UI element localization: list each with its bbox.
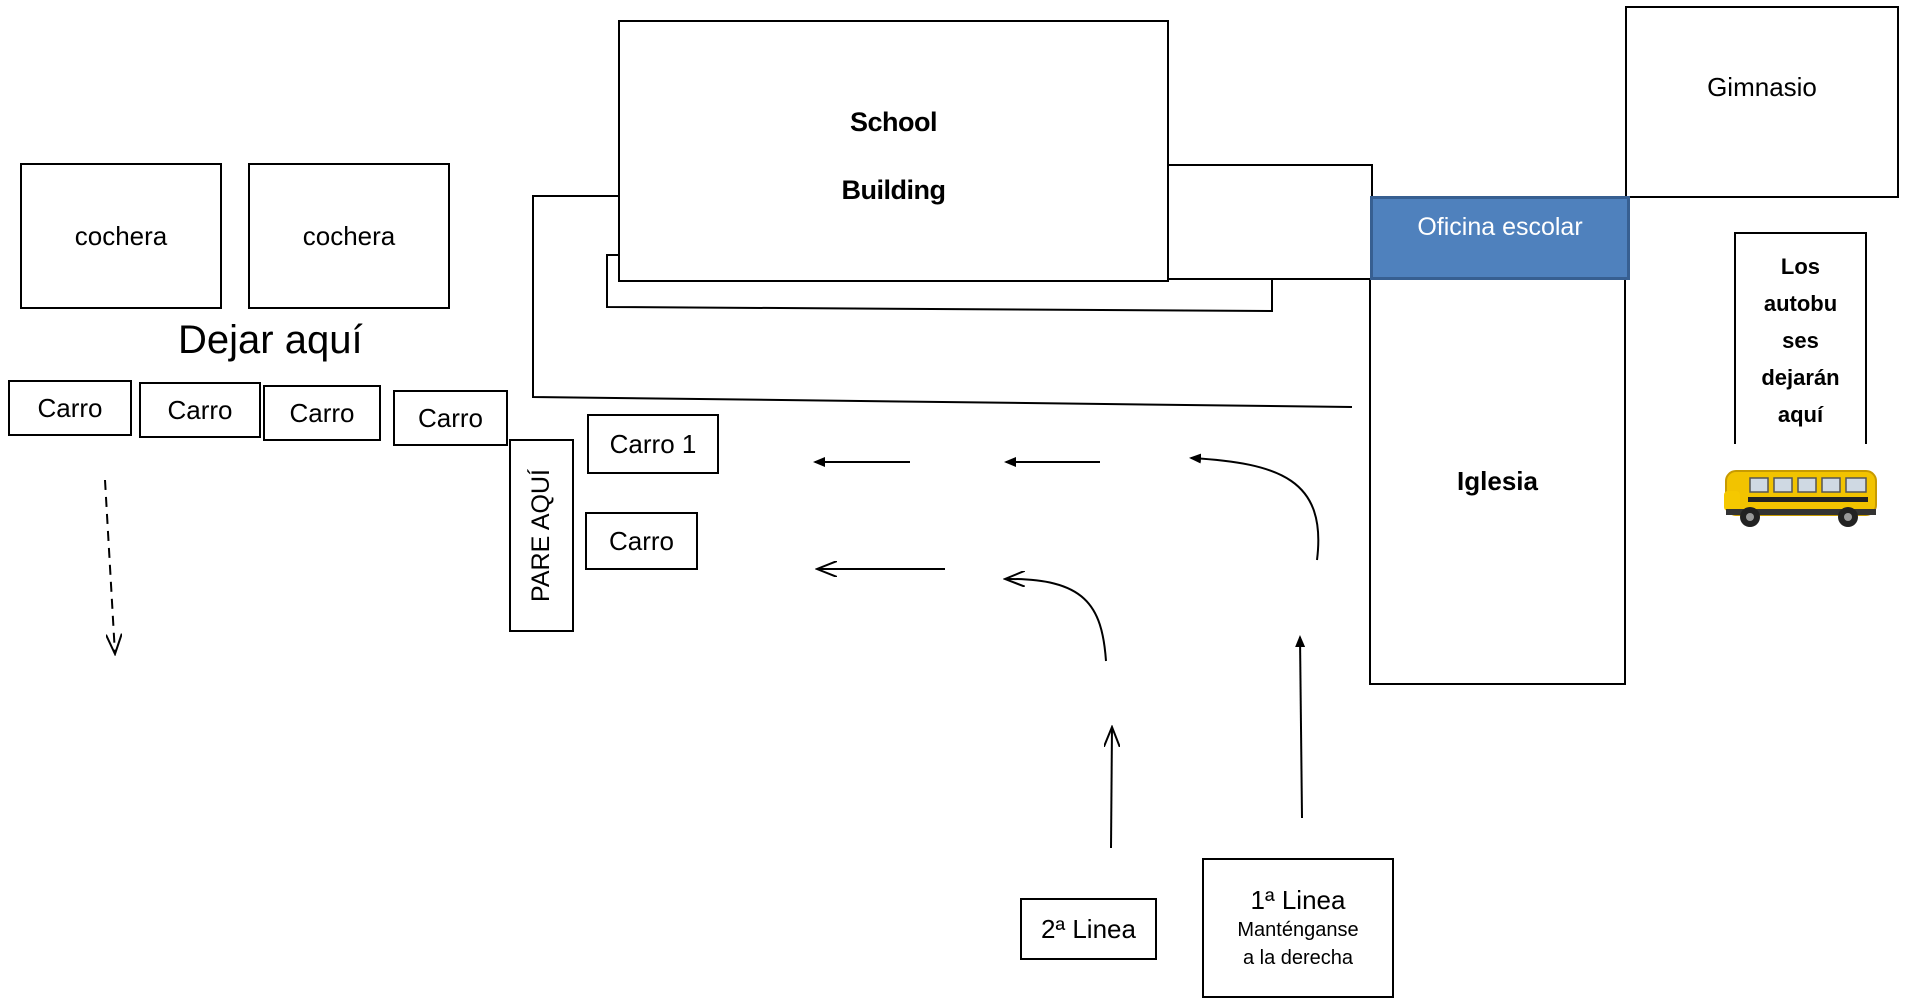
bus-note-line: aquí	[1777, 402, 1824, 427]
second-line-box: 2ª Linea	[1020, 898, 1157, 960]
school-label-line2: Building	[841, 175, 946, 205]
garage-2: cochera	[248, 163, 450, 309]
driveway-outline	[532, 195, 1353, 408]
car-slot-3-label: Carro	[289, 397, 355, 428]
car-1: Carro 1	[587, 414, 719, 474]
car-slot-4: Carro	[393, 390, 508, 446]
gym: Gimnasio	[1625, 6, 1899, 198]
school-building: School Building	[618, 20, 1169, 282]
bus-dropoff-note: Los autobu ses dejarán aquí	[1734, 232, 1867, 444]
turn-arrow-1	[1189, 453, 1320, 561]
first-line-note: Manténganse	[1237, 918, 1359, 941]
car-2: Carro	[585, 512, 698, 570]
exit-arrow	[104, 479, 115, 654]
car-slot-3: Carro	[263, 385, 381, 441]
second-line-label: 2ª Linea	[1041, 913, 1136, 944]
first-line-title: 1ª Linea	[1250, 884, 1346, 915]
car-slot-4-label: Carro	[417, 402, 483, 433]
church: Iglesia	[1369, 278, 1626, 685]
line1-arrow	[1295, 635, 1306, 819]
car-2-label: Carro	[608, 525, 674, 556]
school-label-line1: School	[849, 107, 938, 137]
bus-note-line: dejarán	[1761, 365, 1840, 390]
line2-arrow	[1111, 727, 1112, 849]
stop-here-sign: PARE AQUÍ	[509, 439, 574, 632]
school-annex	[1167, 164, 1373, 280]
garage-1: cochera	[20, 163, 222, 309]
school-office: Oficina escolar	[1370, 196, 1630, 280]
car-slot-2: Carro	[139, 382, 261, 438]
car-slot-1: Carro	[8, 380, 132, 436]
school-bus-icon	[1724, 470, 1877, 527]
turn-arrow-2	[1005, 579, 1107, 662]
gym-label: Gimnasio	[1707, 72, 1817, 102]
first-line-box: 1ª Linea Manténganse a la derecha	[1202, 858, 1394, 998]
drop-off-label: Dejar aquí	[178, 318, 363, 362]
car-slot-1-label: Carro	[37, 392, 103, 423]
first-line-note: a la derecha	[1242, 946, 1354, 969]
church-label: Iglesia	[1457, 466, 1538, 496]
bus-note-line: ses	[1782, 328, 1819, 353]
car-slot-2-label: Carro	[167, 394, 233, 425]
garage-1-label: cochera	[74, 220, 168, 251]
stop-here-label: PARE AQUÍ	[527, 469, 556, 602]
garage-2-label: cochera	[302, 220, 396, 251]
car-1-label: Carro 1	[609, 428, 697, 459]
bus-note-line: Los	[1780, 254, 1821, 279]
walkway-outline	[606, 254, 1273, 313]
school-office-label: Oficina escolar	[1417, 213, 1583, 241]
bus-note-line: autobu	[1763, 291, 1838, 316]
